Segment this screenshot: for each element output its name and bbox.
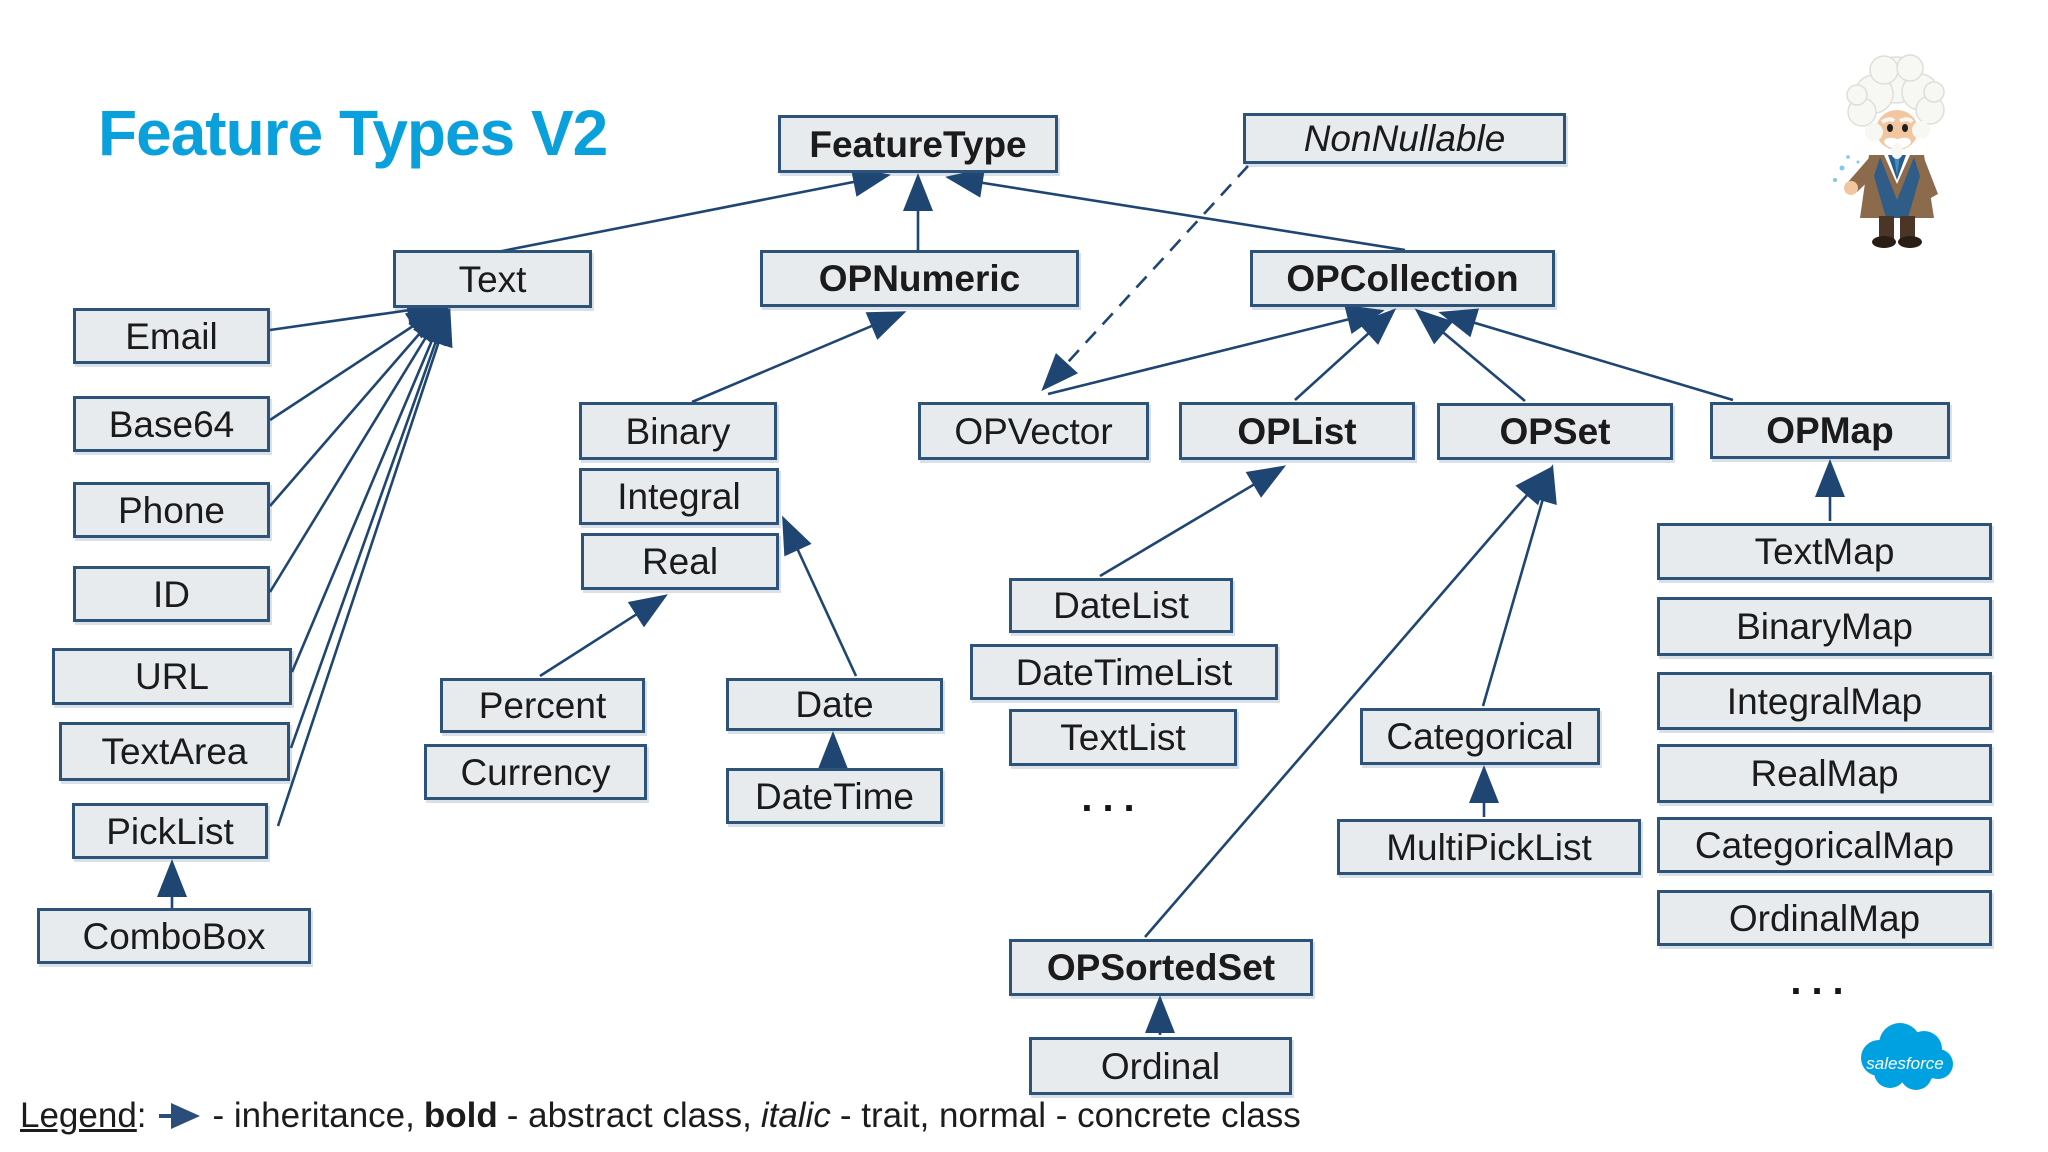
edge-percent-real — [539, 594, 668, 678]
einstein-mascot — [1833, 54, 1945, 248]
legend-bold-word: bold — [423, 1096, 498, 1135]
edge-text-featuretype — [496, 167, 891, 254]
legend-abstract-text: - abstract class, — [506, 1096, 752, 1135]
edge-categorical-opset — [1481, 464, 1557, 707]
edge-date-integral — [782, 515, 858, 677]
legend-label: Legend — [20, 1096, 137, 1135]
salesforce-logo-text: salesforce — [1866, 1054, 1943, 1073]
legend-colon: : — [136, 1096, 147, 1135]
edge-opvector-opcollection — [1047, 304, 1385, 396]
page-title: Feature Types V2 — [98, 97, 608, 169]
edge-url-text — [290, 305, 447, 673]
edge-opsortedset-opset — [1144, 466, 1552, 938]
edge-phone-text — [269, 304, 445, 507]
edge-picklist-text — [276, 307, 453, 827]
inheritance-arrow-icon — [158, 1103, 200, 1129]
edge-opset-opcollection — [1414, 308, 1526, 402]
edge-id-text — [268, 305, 446, 593]
edge-binary-opnumeric — [691, 311, 907, 404]
edge-opcollection-featuretype — [945, 168, 1406, 252]
legend-inheritance-text: - inheritance, — [212, 1096, 415, 1135]
legend: Legend: - inheritance, bold - abstract c… — [20, 1091, 1301, 1141]
edge-opmap-opcollection — [1438, 308, 1734, 402]
edge-datelist-oplist — [1099, 465, 1287, 578]
edge-oplist-opcollection — [1294, 308, 1397, 401]
legend-trait-text: - trait, normal - concrete class — [839, 1096, 1301, 1135]
edge-textarea-text — [289, 306, 450, 749]
salesforce-cloud-logo: salesforce — [1861, 1023, 1953, 1090]
legend-italic-word: italic — [760, 1096, 831, 1135]
